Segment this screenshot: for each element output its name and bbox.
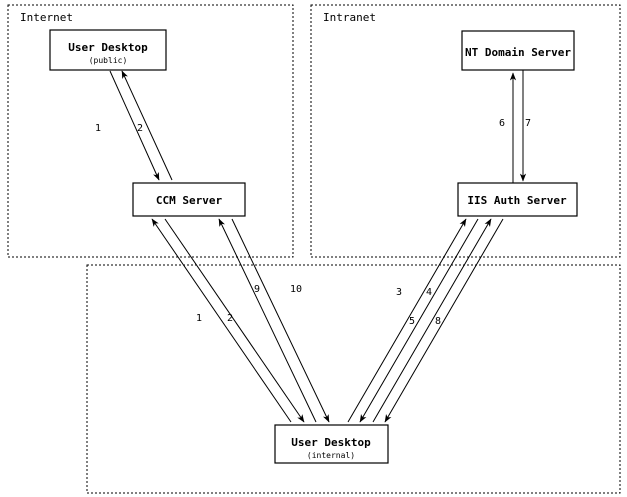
- edge-2-internal: [164, 218, 305, 423]
- edge-label-9: 9: [254, 284, 260, 295]
- node-user-desktop-public-subtitle: (public): [89, 56, 128, 65]
- zone-internet-box: [7, 4, 294, 258]
- edge-9: [218, 218, 317, 423]
- edge-8-line: [384, 218, 504, 423]
- node-user-desktop-internal[interactable]: User Desktop (internal): [274, 424, 389, 464]
- edge-9-line: [218, 218, 317, 423]
- edge-label-5: 5: [409, 316, 415, 327]
- node-user-desktop-internal-box[interactable]: [274, 424, 389, 464]
- node-user-desktop-internal-title: User Desktop: [291, 436, 371, 449]
- edge-2-public: [121, 70, 173, 181]
- edge-label-8: 8: [435, 316, 441, 327]
- zone-internet-group: Internet: [7, 4, 294, 258]
- zone-internet-label: Internet: [20, 11, 73, 24]
- edge-label-2-internal: 2: [227, 313, 233, 324]
- edge-labels-group: 1 2 6 7 9 10 1 2 3 4 5 8: [95, 118, 531, 327]
- zone-internal-group: [86, 264, 621, 494]
- node-iis-auth-server[interactable]: IIS Auth Server: [457, 182, 578, 217]
- zone-intranet-box: [310, 4, 621, 258]
- edge-label-4: 4: [426, 287, 432, 298]
- zone-intranet-label: Intranet: [323, 11, 376, 24]
- node-ccm-server[interactable]: CCM Server: [132, 182, 246, 217]
- edge-2-internal-line: [164, 218, 305, 423]
- node-iis-auth-server-box[interactable]: [457, 182, 578, 217]
- edge-label-10: 10: [290, 284, 302, 295]
- edge-4: [359, 218, 479, 423]
- edge-2-public-line: [121, 70, 173, 181]
- node-user-desktop-public-box[interactable]: [49, 29, 167, 71]
- edge-10: [231, 218, 330, 423]
- edge-label-3: 3: [396, 287, 402, 298]
- edge-4-line: [359, 218, 479, 423]
- edge-1-public: [109, 70, 160, 181]
- edge-label-1-internal: 1: [196, 313, 202, 324]
- edge-1-internal: [151, 218, 292, 423]
- node-user-desktop-public[interactable]: User Desktop (public): [49, 29, 167, 71]
- edge-5-line: [372, 218, 492, 423]
- node-nt-domain-server-box[interactable]: [461, 30, 575, 71]
- edge-3: [347, 218, 467, 423]
- zone-intranet-group: Intranet: [310, 4, 621, 258]
- edge-5: [372, 218, 492, 423]
- edge-1-internal-line: [151, 218, 292, 423]
- edge-label-6: 6: [499, 118, 505, 129]
- node-user-desktop-internal-subtitle: (internal): [307, 451, 355, 460]
- edge-label-7: 7: [525, 118, 531, 129]
- node-ccm-server-box[interactable]: [132, 182, 246, 217]
- node-iis-auth-server-title: IIS Auth Server: [467, 194, 567, 207]
- node-ccm-server-title: CCM Server: [156, 194, 223, 207]
- edge-1-public-line: [109, 70, 160, 181]
- edge-3-line: [347, 218, 467, 423]
- node-nt-domain-server-title: NT Domain Server: [465, 46, 571, 59]
- edge-label-1-public: 1: [95, 123, 101, 134]
- zone-internal-box: [86, 264, 621, 494]
- edge-label-2-public: 2: [137, 123, 143, 134]
- node-user-desktop-public-title: User Desktop: [68, 41, 148, 54]
- edge-8: [384, 218, 504, 423]
- node-nt-domain-server[interactable]: NT Domain Server: [461, 30, 575, 71]
- edge-10-line: [231, 218, 330, 423]
